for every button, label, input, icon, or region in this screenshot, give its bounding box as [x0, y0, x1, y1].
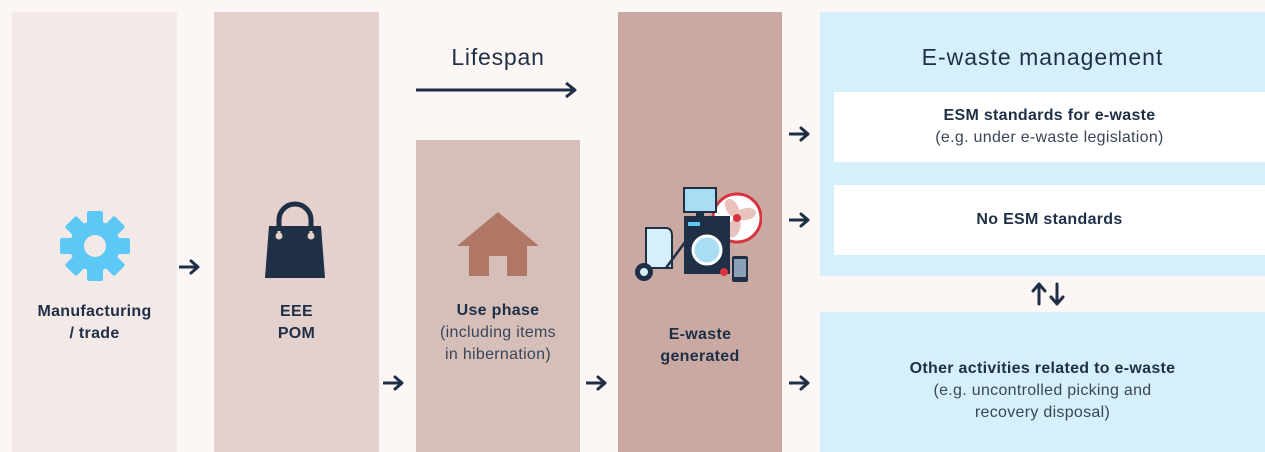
arrow-right-icon [383, 375, 404, 391]
ewaste-line1: E-waste [668, 326, 732, 343]
manufacturing-line1: Manufacturing [37, 303, 152, 320]
up-down-arrows-icon [1031, 282, 1065, 306]
other-sub2: recovery disposal) [974, 404, 1111, 421]
shopping-bag-icon [265, 201, 325, 278]
no-esm-box: No ESM standards [834, 185, 1265, 255]
stage-eee-pom: EEE POM [214, 12, 379, 452]
use-phase-sub1: (including items [440, 324, 556, 341]
arrow-right-icon [789, 212, 810, 228]
other-sub1: (e.g. uncontrolled picking and [933, 382, 1152, 399]
ewaste-line2: generated [660, 348, 740, 365]
arrow-right-icon [586, 375, 607, 391]
use-phase-sub2: in hibernation) [445, 346, 551, 363]
house-icon [457, 212, 539, 276]
other-title: Other activities related to e-waste [909, 360, 1176, 377]
management-title: E-waste management [921, 44, 1164, 70]
manufacturing-line2: / trade [69, 325, 120, 342]
arrow-right-icon [789, 375, 810, 391]
esm-sub: (e.g. under e-waste legislation) [935, 129, 1164, 146]
arrow-right-icon [179, 259, 200, 275]
eee-line1: EEE [280, 303, 313, 320]
esm-title: ESM standards for e-waste [943, 107, 1156, 124]
eee-line2: POM [277, 325, 316, 342]
stage-use-phase: Use phase (including items in hibernatio… [416, 140, 580, 452]
lifespan-label: Lifespan [451, 44, 545, 70]
appliances-icon [635, 187, 762, 282]
stage-ewaste-generated: E-waste generated [618, 12, 782, 452]
esm-standards-box: ESM standards for e-waste (e.g. under e-… [834, 92, 1265, 162]
arrow-right-icon [789, 126, 810, 142]
no-esm-title: No ESM standards [976, 211, 1123, 228]
other-activities-panel: Other activities related to e-waste (e.g… [820, 312, 1265, 452]
use-phase-title: Use phase [456, 302, 540, 319]
gear-icon [60, 211, 130, 281]
stage-manufacturing: Manufacturing / trade [12, 12, 177, 452]
lifespan-arrow-icon [416, 81, 577, 99]
